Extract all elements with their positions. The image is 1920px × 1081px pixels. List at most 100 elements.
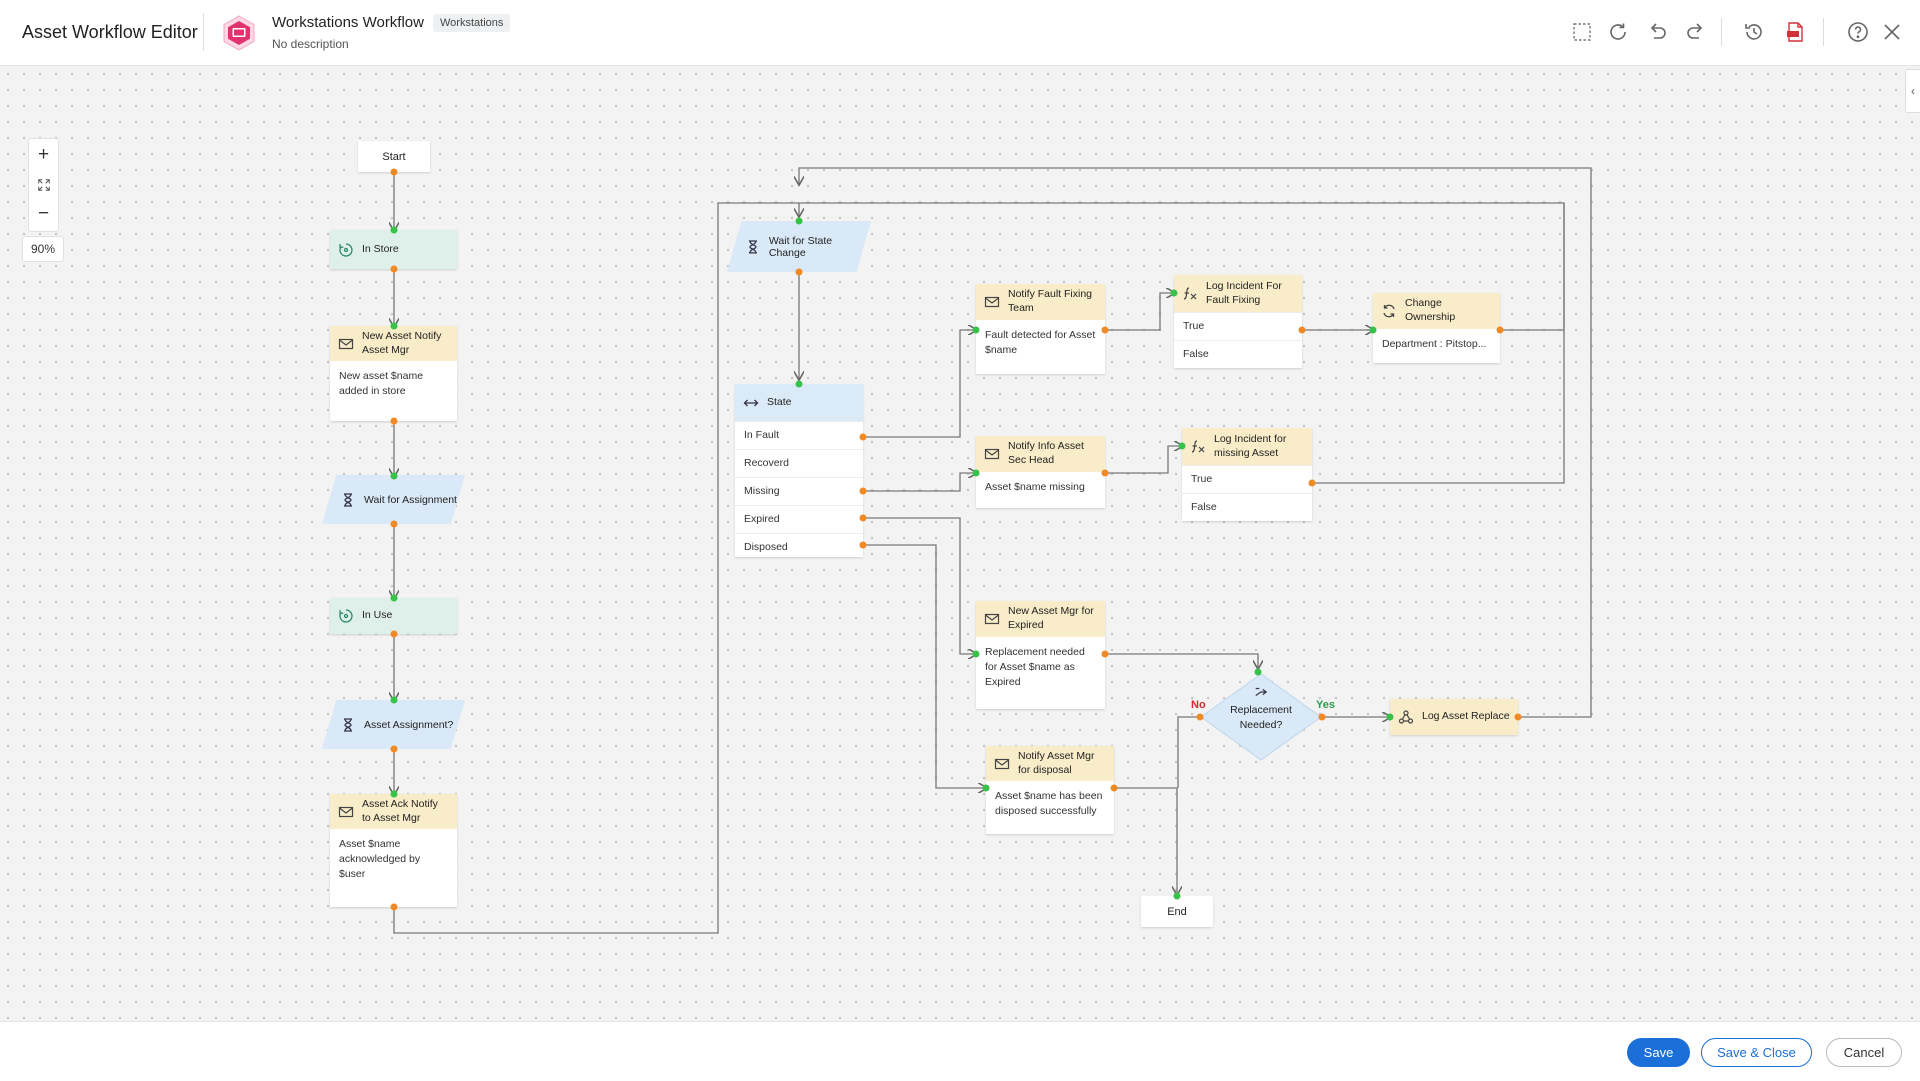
- node-body: Asset $name acknowledged by $user: [339, 838, 421, 881]
- node-title: Notify Info Asset Sec Head: [1008, 440, 1084, 466]
- toolbar-separator: [1823, 18, 1824, 46]
- output-port[interactable]: [1318, 713, 1326, 721]
- input-port[interactable]: [390, 322, 398, 330]
- input-port[interactable]: [390, 472, 398, 480]
- email-node-asset-ack[interactable]: Asset Ack Notify to Asset Mgr Asset $nam…: [330, 794, 457, 907]
- select-area-icon[interactable]: [1570, 20, 1594, 44]
- input-port[interactable]: [390, 594, 398, 602]
- workflow-description: No description: [272, 37, 349, 51]
- zoom-level[interactable]: 90%: [22, 236, 64, 262]
- status-node-in-use[interactable]: In Use: [330, 598, 457, 634]
- zoom-in-button[interactable]: +: [37, 144, 50, 165]
- email-icon: [994, 756, 1010, 772]
- input-port[interactable]: [1254, 668, 1262, 676]
- input-port[interactable]: [982, 784, 990, 792]
- webhook-icon: [1398, 709, 1414, 725]
- email-icon: [338, 336, 354, 352]
- output-port[interactable]: [390, 903, 398, 911]
- node-body: Fault detected for Asset $name: [985, 329, 1096, 357]
- email-node-new-asset-notify[interactable]: New Asset Notify Asset Mgr New asset $na…: [330, 326, 457, 421]
- node-title: Wait for Assignment: [364, 493, 457, 506]
- output-port[interactable]: [390, 520, 398, 528]
- state-row-missing: Missing: [735, 477, 863, 505]
- condition-row-false: False: [1174, 340, 1302, 368]
- action-node-log-replacement[interactable]: Log Asset Replacement R...: [1390, 699, 1518, 735]
- decision-node-replacement-needed[interactable]: Replacement Needed?: [1200, 673, 1322, 761]
- fit-screen-icon[interactable]: [29, 171, 58, 199]
- help-icon[interactable]: [1846, 20, 1870, 44]
- output-port[interactable]: [1101, 469, 1109, 477]
- state-row-disposed: Disposed: [735, 533, 863, 561]
- wait-node-assignment[interactable]: Wait for Assignment: [322, 475, 465, 524]
- email-node-new-asset-expired[interactable]: New Asset Mgr for Expired Replacement ne…: [976, 601, 1105, 709]
- workflow-canvas[interactable]: + − 90% ‹ Start In Store New Asset Notif…: [0, 66, 1920, 1021]
- input-port[interactable]: [1173, 892, 1181, 900]
- pdf-icon[interactable]: [1783, 20, 1807, 44]
- output-port[interactable]: [1496, 326, 1504, 334]
- save-and-close-button[interactable]: Save & Close: [1701, 1038, 1812, 1067]
- branch-icon: [1254, 685, 1268, 699]
- node-title: Asset Ack Notify to Asset Mgr: [362, 797, 438, 824]
- input-port[interactable]: [390, 790, 398, 798]
- email-node-notify-info[interactable]: Notify Info Asset Sec Head Asset $name m…: [976, 436, 1105, 508]
- history-icon[interactable]: [1742, 20, 1766, 44]
- output-port[interactable]: [390, 745, 398, 753]
- status-node-in-store[interactable]: In Store: [330, 230, 457, 269]
- input-port[interactable]: [972, 326, 980, 334]
- end-node[interactable]: End: [1141, 896, 1213, 927]
- cancel-button[interactable]: Cancel: [1826, 1038, 1902, 1067]
- node-title: New Asset Mgr for Expired: [1008, 605, 1094, 631]
- input-port[interactable]: [1170, 289, 1178, 297]
- wait-node-state-change[interactable]: Wait for State Change: [727, 221, 871, 272]
- output-port[interactable]: [1308, 479, 1316, 487]
- output-port[interactable]: [1196, 713, 1204, 721]
- node-label: End: [1167, 905, 1187, 918]
- email-node-notify-fault[interactable]: Notify Fault Fixing Team Fault detected …: [976, 284, 1105, 374]
- email-icon: [984, 294, 1000, 310]
- zoom-out-button[interactable]: −: [37, 203, 50, 224]
- workflow-logo-icon: [221, 15, 257, 51]
- node-body: Asset $name missing: [985, 481, 1085, 493]
- output-port[interactable]: [390, 417, 398, 425]
- input-port[interactable]: [390, 226, 398, 234]
- output-port[interactable]: [795, 268, 803, 276]
- output-port[interactable]: [859, 487, 867, 495]
- output-port[interactable]: [859, 514, 867, 522]
- output-port[interactable]: [1101, 326, 1109, 334]
- input-port[interactable]: [795, 217, 803, 225]
- save-button[interactable]: Save: [1627, 1038, 1690, 1067]
- hourglass-icon: [745, 239, 761, 255]
- header-divider: [203, 13, 204, 51]
- input-port[interactable]: [972, 650, 980, 658]
- refresh-icon[interactable]: [1606, 20, 1630, 44]
- output-port[interactable]: [859, 541, 867, 549]
- undo-icon[interactable]: [1645, 20, 1669, 44]
- node-title: Replacement Needed?: [1230, 704, 1292, 731]
- input-port[interactable]: [972, 469, 980, 477]
- input-port[interactable]: [1369, 326, 1377, 334]
- redo-icon[interactable]: [1684, 20, 1708, 44]
- input-port[interactable]: [1178, 442, 1186, 450]
- start-node[interactable]: Start: [358, 141, 430, 172]
- email-node-notify-disposal[interactable]: Notify Asset Mgr for disposal Asset $nam…: [986, 746, 1114, 834]
- input-port[interactable]: [795, 380, 803, 388]
- close-icon[interactable]: [1880, 20, 1904, 44]
- output-port[interactable]: [1110, 784, 1118, 792]
- output-port[interactable]: [1298, 326, 1306, 334]
- action-node-change-ownership[interactable]: Change Ownership Department : Pitstop...: [1373, 293, 1500, 363]
- output-port[interactable]: [390, 265, 398, 273]
- state-node[interactable]: State In Fault Recoverd Missing Expired …: [735, 384, 863, 557]
- connector-lines: [0, 167, 1592, 934]
- output-port[interactable]: [1514, 713, 1522, 721]
- output-port[interactable]: [390, 630, 398, 638]
- output-port[interactable]: [1101, 650, 1109, 658]
- output-port[interactable]: [390, 168, 398, 176]
- wait-node-asset-assignment[interactable]: Asset Assignment?: [322, 700, 465, 749]
- input-port[interactable]: [390, 696, 398, 704]
- input-port[interactable]: [1386, 713, 1394, 721]
- function-node-log-fault[interactable]: Log Incident For Fault Fixing True False: [1174, 275, 1302, 368]
- condition-row-false: False: [1182, 493, 1312, 521]
- function-node-log-missing[interactable]: Log Incident for missing Asset True Fals…: [1182, 428, 1312, 521]
- output-port[interactable]: [859, 433, 867, 441]
- panel-collapse-handle[interactable]: ‹: [1905, 69, 1920, 113]
